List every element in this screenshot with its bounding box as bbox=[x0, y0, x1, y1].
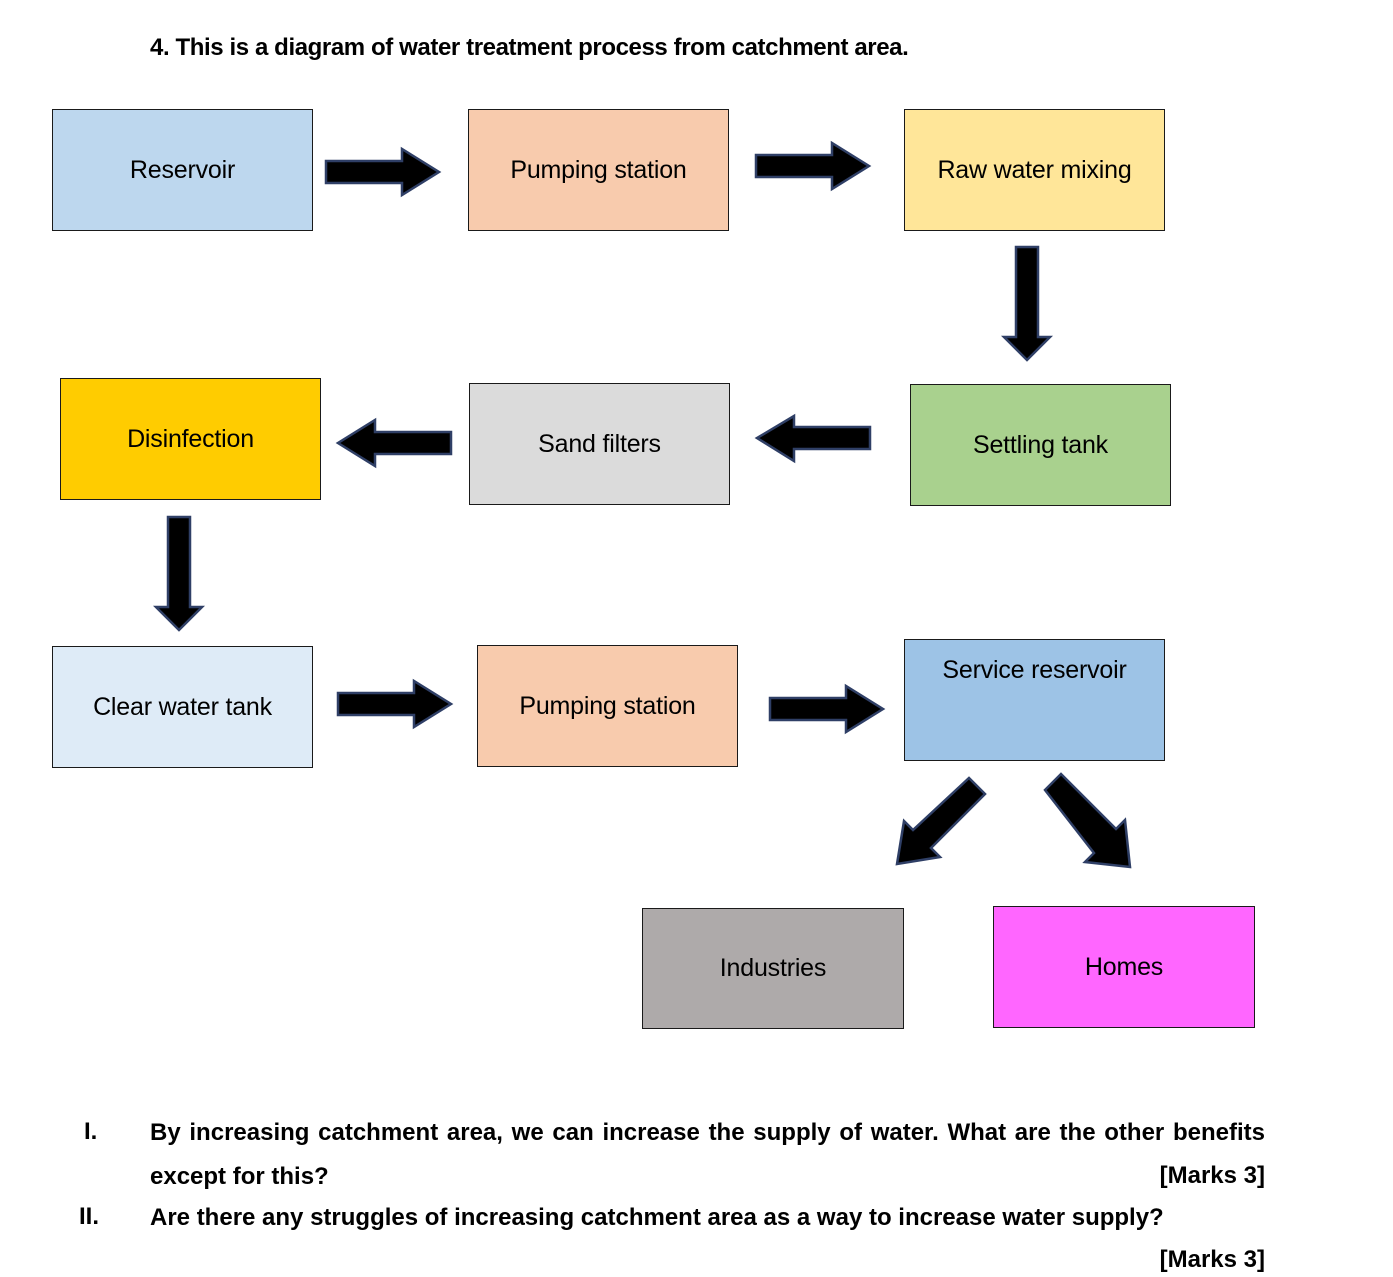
question-number: II. bbox=[79, 1203, 100, 1230]
arrow-right-icon bbox=[324, 146, 442, 198]
node-reservoir: Reservoir bbox=[52, 109, 313, 231]
question-marks: [Marks 3] bbox=[1159, 1246, 1265, 1273]
node-label: Clear water tank bbox=[93, 692, 272, 721]
question-text: Are there any struggles of increasing ca… bbox=[150, 1204, 1164, 1231]
node-label: Settling tank bbox=[973, 430, 1108, 459]
node-raw-water-mixing: Raw water mixing bbox=[904, 109, 1165, 231]
question-marks: [Marks 3] bbox=[1159, 1162, 1265, 1189]
question-title: 4. This is a diagram of water treatment … bbox=[150, 34, 909, 61]
node-label: Industries bbox=[719, 954, 827, 982]
node-label: Pumping station bbox=[519, 691, 696, 720]
node-homes: Homes bbox=[993, 906, 1255, 1028]
node-label: Pumping station bbox=[510, 155, 687, 184]
node-sand-filters: Sand filters bbox=[469, 383, 730, 505]
arrow-left-icon bbox=[754, 413, 872, 464]
arrow-down-icon bbox=[152, 515, 206, 632]
arrow-down-right-icon bbox=[1043, 772, 1132, 869]
node-label: Reservoir bbox=[129, 155, 236, 184]
arrow-right-icon bbox=[336, 678, 454, 730]
node-label: Service reservoir bbox=[942, 656, 1127, 684]
node-clear-water-tank: Clear water tank bbox=[52, 646, 313, 768]
arrow-left-icon bbox=[335, 417, 453, 469]
arrow-down-icon bbox=[1000, 245, 1054, 362]
node-label: Disinfection bbox=[127, 424, 254, 453]
question-text: By increasing catchment area, we can inc… bbox=[150, 1119, 1265, 1190]
question-number: I. bbox=[84, 1118, 98, 1145]
node-pumping-station-1: Pumping station bbox=[468, 109, 729, 231]
arrow-right-icon bbox=[754, 140, 872, 192]
node-label: Homes bbox=[1084, 952, 1164, 981]
node-industries: Industries bbox=[642, 908, 904, 1029]
arrow-down-left-icon bbox=[895, 776, 987, 866]
node-service-reservoir: Service reservoir bbox=[904, 639, 1165, 761]
node-disinfection: Disinfection bbox=[60, 378, 321, 500]
node-pumping-station-2: Pumping station bbox=[477, 645, 738, 767]
node-label: Raw water mixing bbox=[937, 155, 1132, 184]
node-label: Sand filters bbox=[538, 429, 661, 458]
arrow-right-icon bbox=[768, 683, 886, 735]
node-settling-tank: Settling tank bbox=[910, 384, 1171, 506]
